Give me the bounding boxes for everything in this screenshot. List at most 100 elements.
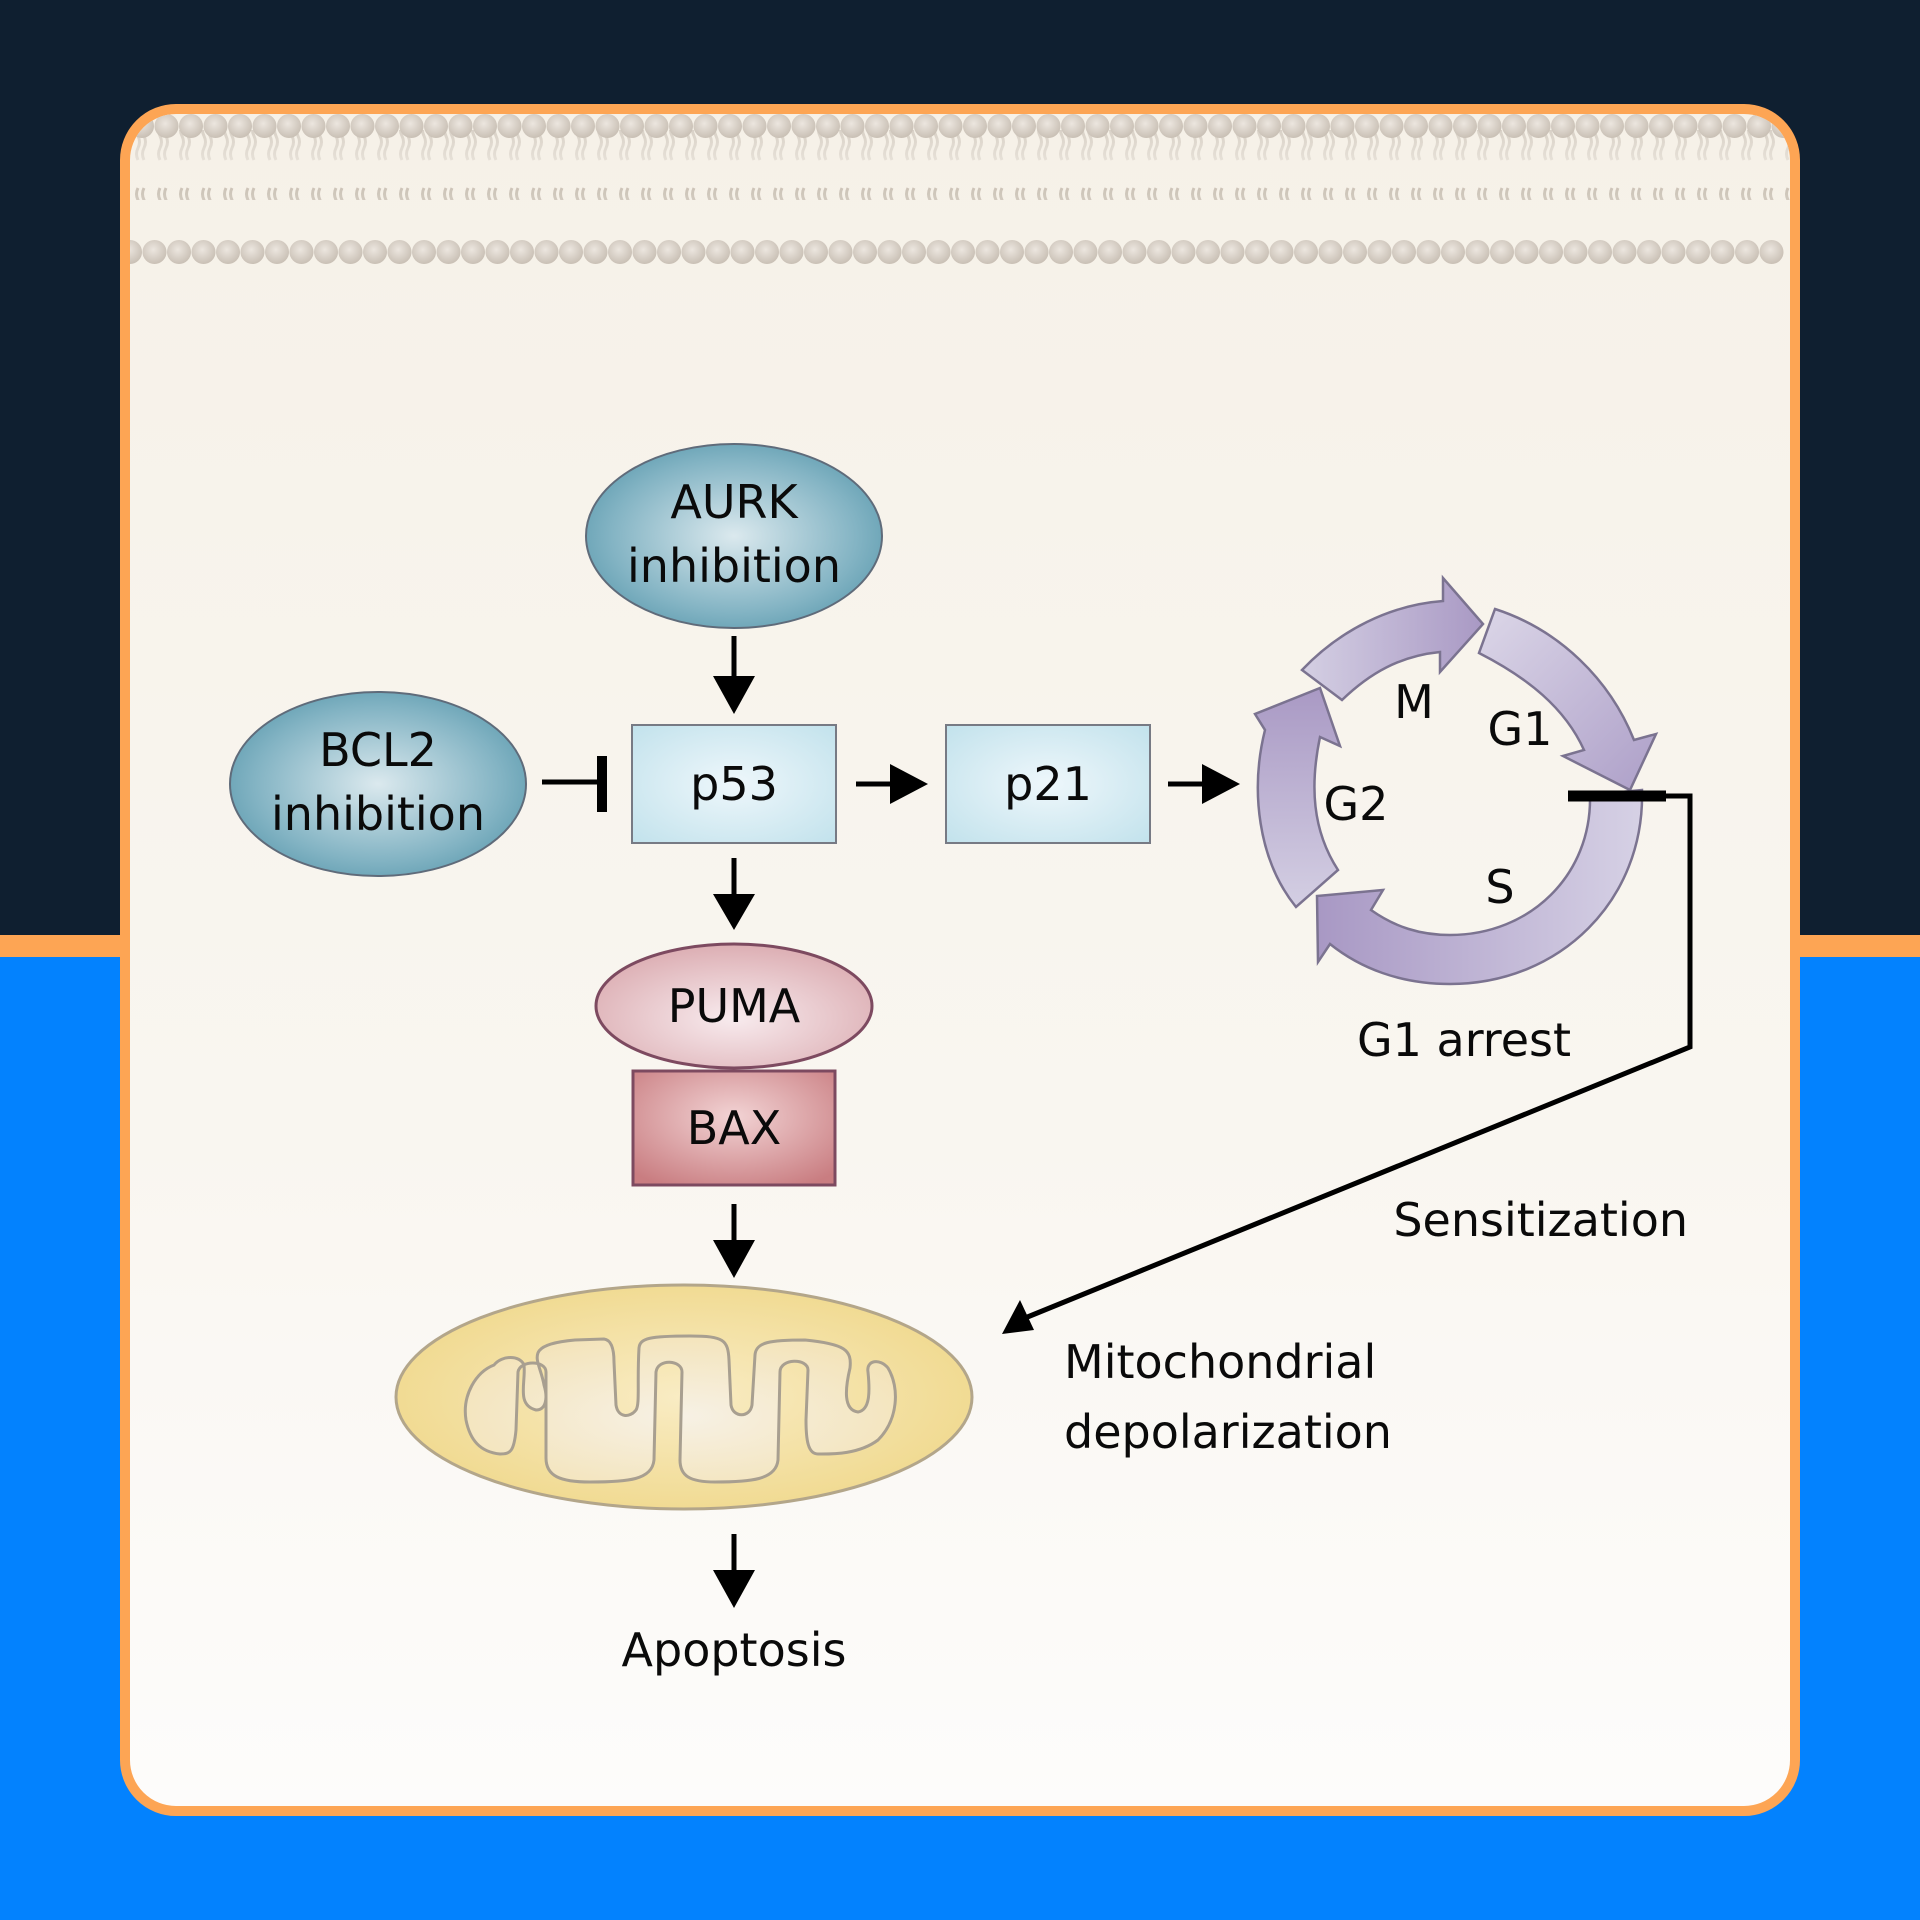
p21-node[interactable]: p21	[945, 724, 1151, 844]
lipid-head	[669, 114, 693, 138]
lipid-head	[510, 240, 534, 264]
lipid-head	[1343, 240, 1367, 264]
lipid-head	[926, 240, 951, 264]
lipid-head	[534, 240, 559, 264]
lipid-head	[1306, 114, 1330, 138]
lipid-head	[154, 114, 179, 138]
lipid-head	[1208, 114, 1232, 138]
lipid-head	[938, 114, 963, 138]
lipid-head	[1085, 114, 1110, 138]
bcl2-label-line2: inhibition	[271, 787, 485, 841]
phase-g1-label: G1	[1488, 702, 1553, 756]
lipid-head	[1637, 240, 1661, 264]
lipid-head	[1036, 114, 1061, 138]
mitochondrion[interactable]	[394, 1283, 974, 1511]
lipid-head	[1024, 240, 1049, 264]
lipid-head	[338, 240, 363, 264]
lipid-head	[1747, 114, 1771, 138]
lipid-head	[571, 114, 595, 138]
lipid-head	[167, 240, 191, 264]
g1-arrest-label: G1 arrest	[1357, 1013, 1571, 1067]
lipid-head	[914, 114, 938, 138]
lipid-head	[1416, 240, 1441, 264]
lipid-head	[1649, 114, 1673, 138]
p53-label: p53	[690, 757, 778, 811]
lipid-head	[767, 114, 791, 138]
aurk-label-line1: AURK	[670, 475, 799, 529]
lipid-head	[828, 240, 853, 264]
lipid-head	[657, 240, 681, 264]
lipid-heads-inner	[130, 240, 1784, 264]
lipid-head	[1526, 114, 1551, 138]
sensitization-arrow	[1002, 793, 1693, 1334]
p53-node[interactable]: p53	[631, 724, 837, 844]
lipid-heads-outer	[130, 114, 1790, 138]
lipid-head	[1735, 240, 1759, 264]
lipid-head	[1012, 114, 1036, 138]
pathway-diagram: AURK inhibition BCL2 inhibition p53	[130, 114, 1790, 1677]
bcl2-label-line1: BCL2	[319, 723, 437, 777]
lipid-head	[473, 114, 497, 138]
lipid-head	[289, 240, 314, 264]
lipid-head	[130, 114, 154, 138]
lipid-head	[1147, 240, 1171, 264]
lipid-head	[216, 240, 240, 264]
lipid-head	[1392, 240, 1416, 264]
phase-g2-label: G2	[1324, 777, 1389, 831]
phase-s-label: S	[1485, 860, 1514, 914]
lipid-head	[363, 240, 387, 264]
lipid-head	[375, 114, 399, 138]
lipid-head	[902, 240, 926, 264]
cell-cycle-arrow-m	[1300, 574, 1485, 702]
arrow-p53-to-p21	[856, 764, 928, 804]
puma-node[interactable]: PUMA	[594, 942, 874, 1070]
lipid-head	[1257, 114, 1281, 138]
cell-cycle[interactable]: M G1 S G2	[1253, 574, 1659, 986]
arrow-p53-to-puma	[713, 858, 755, 930]
lipid-head	[1049, 240, 1073, 264]
lipid-head	[559, 240, 583, 264]
bax-node[interactable]: BAX	[631, 1069, 837, 1187]
bax-label: BAX	[687, 1101, 782, 1155]
lipid-head	[693, 114, 718, 138]
lipid-head	[1318, 240, 1343, 264]
lipid-head	[963, 114, 987, 138]
lipid-head	[1477, 114, 1502, 138]
lipid-head	[522, 114, 546, 138]
mitochondrial-label-line2: depolarization	[1064, 1405, 1392, 1459]
lipid-head	[889, 114, 914, 138]
lipid-head	[1453, 114, 1477, 138]
lipid-head	[1563, 240, 1588, 264]
lipid-head	[730, 240, 755, 264]
lipid-head	[742, 114, 767, 138]
lipid-head	[350, 114, 375, 138]
lipid-head	[436, 240, 461, 264]
lipid-head	[1404, 114, 1428, 138]
lipid-head	[1539, 240, 1563, 264]
apoptosis-label: Apoptosis	[622, 1623, 847, 1677]
lipid-head	[1551, 114, 1575, 138]
lipid-head	[277, 114, 301, 138]
lipid-head	[1490, 240, 1514, 264]
lipid-head	[1355, 114, 1379, 138]
lipid-head	[644, 114, 669, 138]
bcl2-inhibition-node[interactable]: BCL2 inhibition	[229, 691, 527, 877]
lipid-head	[485, 240, 510, 264]
lipid-head	[1661, 240, 1686, 264]
lipid-head	[804, 240, 828, 264]
lipid-head	[228, 114, 252, 138]
lipid-head	[1122, 240, 1147, 264]
lipid-head	[265, 240, 289, 264]
puma-label: PUMA	[668, 979, 801, 1033]
lipid-head	[718, 114, 742, 138]
lipid-head	[951, 240, 975, 264]
lipid-head	[1673, 114, 1698, 138]
lipid-head	[1073, 240, 1098, 264]
cell-diagram-card: AURK inhibition BCL2 inhibition p53	[120, 104, 1800, 1816]
lipid-head	[1771, 114, 1790, 138]
lipid-head	[1245, 240, 1269, 264]
aurk-inhibition-node[interactable]: AURK inhibition	[585, 443, 883, 629]
lipid-head	[412, 240, 436, 264]
lipid-head	[142, 240, 167, 264]
arrow-bax-to-mitochondrion	[713, 1204, 755, 1278]
